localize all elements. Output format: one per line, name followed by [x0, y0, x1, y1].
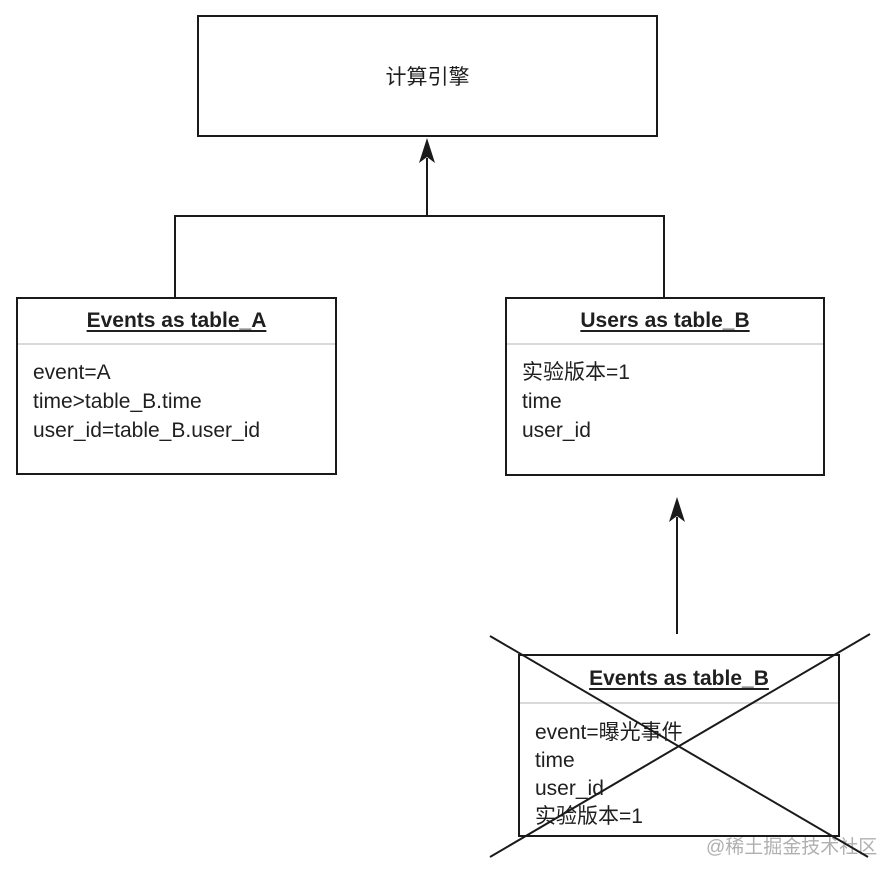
arrow-to-engine-head — [419, 138, 435, 163]
table-b-users-title: Users as table_B — [507, 299, 823, 345]
table-a-box: Events as table_A event=A time>table_B.t… — [16, 297, 337, 475]
table-b-events-field-2: time — [535, 749, 575, 772]
tree-connector-line — [174, 215, 665, 297]
table-b-events-box: Events as table_B event=曝光事件 time user_i… — [518, 654, 840, 837]
engine-label: 计算引擎 — [385, 66, 470, 89]
table-b-events-field-3: user_id — [535, 777, 604, 800]
table-a-field-2: time>table_B.time — [33, 390, 202, 413]
table-b-users-field-1: 实验版本=1 — [522, 361, 630, 384]
watermark: @稀土掘金技术社区 — [706, 837, 878, 858]
table-a-field-3: user_id=table_B.user_id — [33, 419, 261, 442]
table-b-users-box: Users as table_B 实验版本=1 time user_id — [505, 297, 825, 476]
table-a-field-1: event=A — [33, 361, 111, 384]
table-b-events-fields: event=曝光事件 time user_id 实验版本=1 — [520, 704, 838, 831]
table-b-events-field-1: event=曝光事件 — [535, 721, 683, 744]
table-b-events-title: Events as table_B — [520, 656, 838, 704]
table-b-users-field-3: user_id — [522, 419, 591, 442]
arrow-to-users-head — [669, 497, 685, 522]
table-b-events-field-4: 实验版本=1 — [535, 805, 643, 828]
table-b-users-field-2: time — [522, 390, 562, 413]
table-b-users-fields: 实验版本=1 time user_id — [507, 345, 823, 445]
engine-box: 计算引擎 — [197, 15, 658, 137]
table-a-title: Events as table_A — [18, 299, 335, 345]
table-a-fields: event=A time>table_B.time user_id=table_… — [18, 345, 335, 445]
